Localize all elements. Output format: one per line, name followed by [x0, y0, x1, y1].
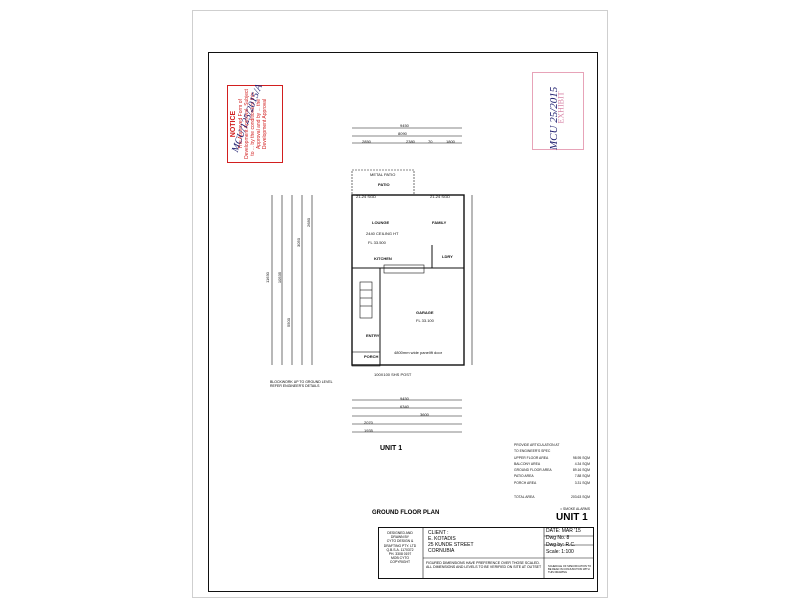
outer-wall — [351, 194, 465, 366]
patio-outline — [351, 169, 415, 196]
porch-outline — [351, 351, 381, 367]
room-kitchen: KITCHEN — [374, 256, 392, 261]
specification-note: SCHEDULE OF SPECIFICATION TO BE READ IN … — [548, 565, 592, 574]
dim-left-3: 5500 — [285, 318, 291, 327]
client-info: CLIENT : E. KOTADIS 25 KUNDE STREET CORN… — [428, 530, 474, 554]
dim-bottom-3: 3600 — [420, 412, 429, 417]
garage-level: FL 33.100 — [416, 318, 434, 323]
dim-top-3: 2850 — [362, 139, 371, 144]
dim-top-2: 8090 — [398, 131, 407, 136]
dim-bottom-4: 2070 — [364, 420, 373, 425]
designer-info: DESIGNED AND DRAWN BY CYTO DESIGN & DRAF… — [383, 531, 417, 565]
client-address-2: CORNUBIA — [428, 548, 455, 554]
drawing-info: DATE: MAR '15 Dwg No. 8 Dwg by: R.C. Sca… — [546, 528, 581, 556]
room-garage: GARAGE — [416, 310, 434, 315]
post-note: 100X100 SHS POST — [374, 372, 412, 377]
dim-bottom-1: 9450 — [400, 396, 409, 401]
room-family: FAMILY — [432, 220, 447, 225]
plan-title: GROUND FLOOR PLAN — [372, 510, 440, 516]
dim-top-6: 1800 — [446, 139, 455, 144]
drawing-scale: Scale: 1:100 — [546, 549, 574, 555]
unit-label: UNIT 1 — [380, 445, 403, 452]
floor-level-1: FL 33.500 — [368, 240, 386, 245]
window-label-1: 21-24 SGD — [356, 194, 377, 199]
dim-top-4: 2380 — [406, 139, 415, 144]
ceiling-height: 2440 CEILING HT — [366, 231, 399, 236]
blockwork-note: BLOCKWORK UP TO GROUND LEVEL REFER ENGIN… — [270, 380, 333, 389]
room-lounge: LOUNGE — [372, 220, 390, 225]
drawn-by: Dwg by: R.C. — [546, 542, 576, 548]
window-label-2: 21-24 SGD — [430, 194, 451, 199]
pink-approval-stamp: EXHIBIT — [532, 72, 584, 150]
dim-left-5: 2680 — [305, 218, 311, 227]
room-entry: ENTRY — [366, 333, 380, 338]
kitchen-bench — [383, 264, 425, 274]
dim-top-overall: 9450 — [400, 123, 409, 128]
drawing-number: Dwg No. 8 — [546, 535, 570, 541]
smoke-alarm-note: = SMOKE ALARMS — [560, 507, 590, 512]
client-address-1: 25 KUNDE STREET — [428, 542, 474, 548]
drawing-date: DATE: MAR '15 — [546, 528, 581, 534]
dim-left-2: 10535 — [277, 271, 283, 284]
dim-left-1: 11630 — [264, 272, 270, 283]
title-block — [378, 527, 594, 579]
area-schedule: PROVIDE ARTICULATION AT TO ENGINEER'S SP… — [514, 443, 590, 512]
patio-note: METAL PATIO — [370, 172, 396, 177]
unit-big-label: UNIT 1 — [556, 512, 588, 523]
room-porch: PORCH — [364, 354, 379, 359]
dim-bottom-2: 6340 — [400, 404, 409, 409]
garage-door-note: 4800mm wide panelift door — [394, 350, 443, 355]
dim-top-5: 70 — [428, 139, 433, 144]
dim-left-4: 3050 — [295, 238, 301, 247]
client-label: CLIENT : — [428, 530, 449, 536]
drawing-frame — [208, 52, 598, 592]
room-patio: PATIO — [378, 182, 390, 187]
room-laundry: LDRY — [442, 254, 453, 259]
dimension-note: FIGURED DIMENSIONS HAVE PREFERENCE OVER … — [426, 561, 542, 569]
client-name: E. KOTADIS — [428, 536, 456, 542]
stair-block — [359, 281, 373, 319]
drawing-sheet — [192, 10, 608, 598]
dim-bottom-5: 1935 — [364, 428, 373, 433]
